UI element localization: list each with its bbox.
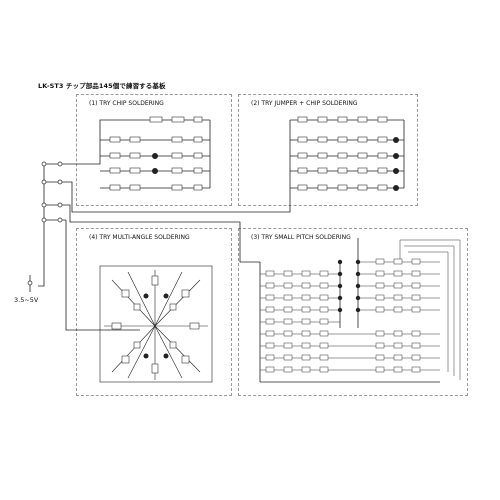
- section-title: (1) TRY CHIP SOLDERING: [89, 100, 164, 107]
- section-small-pitch-soldering: (3) TRY SMALL PITCH SOLDERING: [238, 228, 468, 396]
- section-title: (4) TRY MULTI-ANGLE SOLDERING: [89, 234, 190, 241]
- board-title: LK-ST3 チップ部品145個で練習する基板: [38, 82, 166, 90]
- section-title: (2) TRY JUMPER + CHIP SOLDERING: [251, 100, 358, 107]
- section-title: (3) TRY SMALL PITCH SOLDERING: [251, 234, 351, 241]
- section-multi-angle-soldering: (4) TRY MULTI-ANGLE SOLDERING: [76, 228, 232, 396]
- section-chip-soldering: (1) TRY CHIP SOLDERING: [76, 94, 232, 206]
- section-jumper-chip-soldering: (2) TRY JUMPER + CHIP SOLDERING: [238, 94, 418, 206]
- supply-voltage-label: 3.5~5V: [14, 296, 39, 304]
